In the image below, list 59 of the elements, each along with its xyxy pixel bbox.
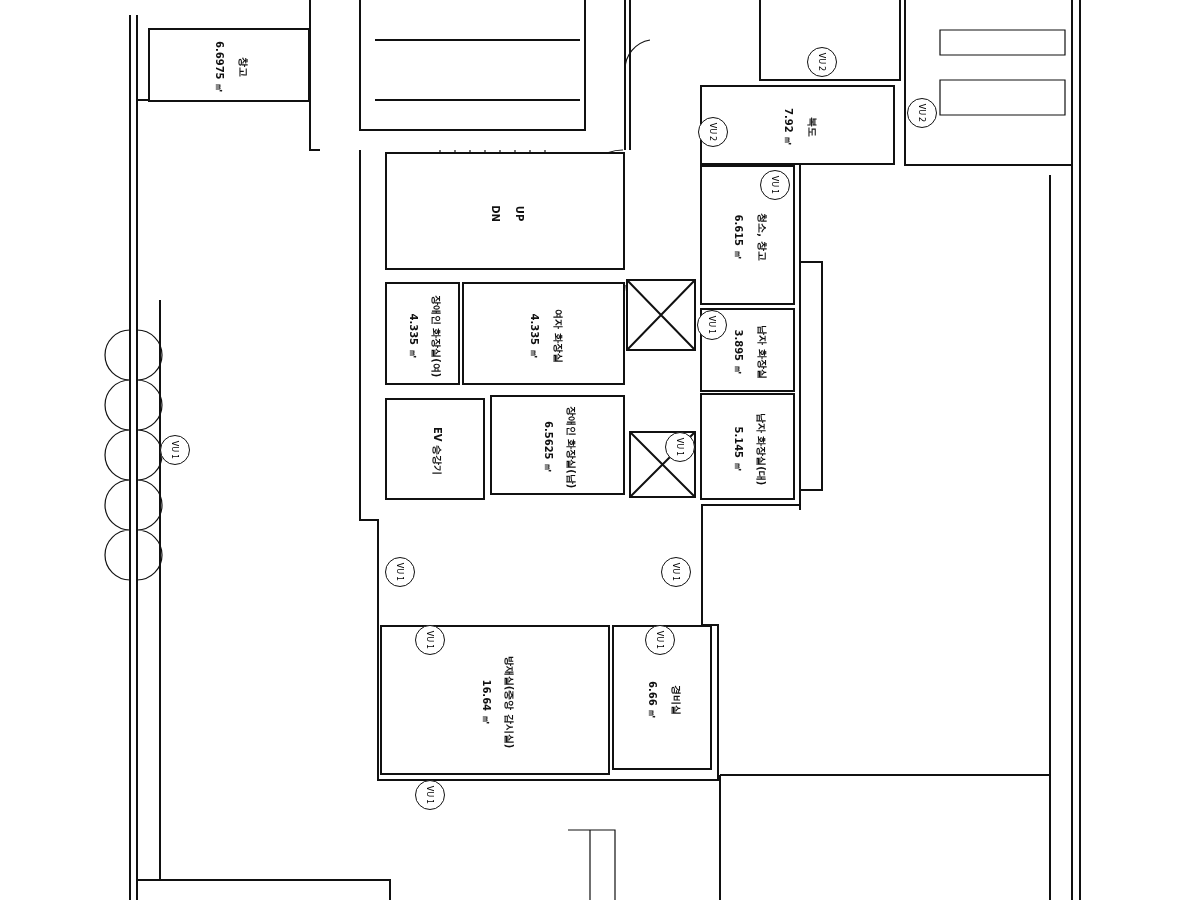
room-label: 장애인 화장실(여) [430,294,444,377]
corridor-room [700,85,895,165]
door-number: 1 [395,576,405,582]
door-number: 1 [425,799,435,805]
room-label: 창고 [237,57,250,77]
stair-room [385,152,625,270]
room-label: 경비실 [670,684,683,715]
room-label: 청소, 창고 [755,213,769,261]
room-label: 장애인 화장실(남) [565,405,579,489]
door-type-text: VU [395,562,405,575]
storage-room [700,165,795,305]
door-number: 2 [917,117,927,123]
area-label: 7.92 ㎡ [781,107,795,147]
door-type-text: VU [655,630,665,643]
area-label: 6.5625 ㎡ [541,420,555,474]
restroom [700,308,795,392]
door-type-text: VU [675,437,685,450]
door-type-text: VU [170,440,180,453]
elevator-room [385,398,485,500]
door-type-text: VU [770,175,780,188]
door-type-text: VU [708,122,718,135]
door-number: 1 [425,644,435,650]
room-label: EV 승강기 [431,426,445,476]
area-label: 5.145 ㎡ [731,425,745,472]
office-room [612,625,712,770]
area-label: 3.895 ㎡ [731,329,745,375]
door-number: 1 [770,189,780,195]
door-number: 1 [170,454,180,460]
restroom [490,395,625,495]
area-label: 6.66 ㎡ [646,680,660,719]
room-label: UP [513,205,525,221]
area-label: 4.335 ㎡ [406,312,420,359]
restroom [700,393,795,500]
door-number: 1 [671,576,681,582]
room-label: 복도 [805,117,819,137]
room-label: 남자 화장실(대) [755,412,769,485]
door-number: 2 [817,66,827,72]
door-type-text: VU [707,315,717,328]
door-number: 1 [707,329,717,335]
restroom [462,282,625,385]
door-type-text: VU [671,562,681,575]
door-type-text: VU [917,103,927,116]
room-label: 방재실(중앙 감시실) [502,655,516,749]
room-label: 남자 화장실 [755,325,769,379]
door-type-text: VU [425,785,435,798]
room-label: DN [489,204,501,222]
door-number: 2 [708,136,718,142]
storage-room [148,28,310,102]
door-type-text: VU [817,52,827,65]
room-label: 여자 화장실 [551,308,565,363]
area-label: 6.6975 ㎡ [213,40,227,94]
area-label: 16.64 ㎡ [479,679,493,725]
door-type-text: VU [425,630,435,643]
area-label: 6.615 ㎡ [731,214,745,260]
office-room [380,625,610,775]
door-number: 1 [655,644,665,650]
door-number: 1 [675,451,685,457]
restroom [385,282,460,385]
area-label: 4.335 ㎡ [527,312,541,359]
